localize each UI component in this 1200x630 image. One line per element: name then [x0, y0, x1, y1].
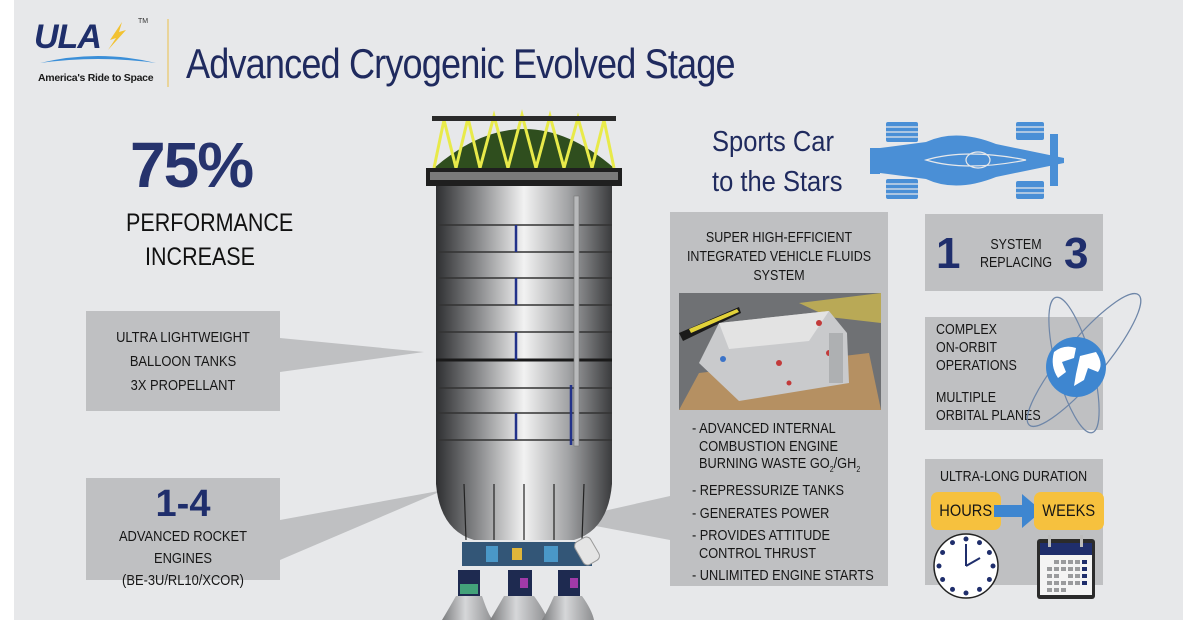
globe-orbit-icon: [1026, 293, 1142, 434]
logo-bolt-icon: [108, 22, 126, 50]
infographic: ULA TM America's Ride to Space Advanced …: [14, 0, 1183, 620]
bullet-item: - REPRESSURIZE TANKS: [692, 483, 844, 500]
bullet-item: - GENERATES POWER: [692, 505, 830, 522]
system-replacing-label: SYSTEM REPLACING: [979, 237, 1053, 271]
engines-count: 1-4: [155, 483, 211, 525]
orbit-ops-text: COMPLEX ON-ORBIT OPERATIONS MULTIPLE ORB…: [936, 322, 1041, 424]
page-title: Advanced Cryogenic Evolved Stage: [186, 40, 736, 87]
performance-value: 75%: [130, 129, 254, 201]
fluids-system-title: SUPER HIGH-EFFICIENT INTEGRATED VEHICLE …: [686, 230, 872, 284]
bullet-item: - ADVANCED INTERNAL COMBUSTION ENGINE BU…: [692, 421, 861, 474]
performance-label: PERFORMANCE INCREASE: [126, 209, 294, 271]
race-car-icon: [870, 122, 1064, 199]
engine-photo-illustration: [679, 293, 881, 410]
bullet-item: - PROVIDES ATTITUDE CONTROL THRUST: [692, 528, 831, 562]
logo-swoosh-icon: [40, 56, 156, 63]
bullet-item: - UNLIMITED ENGINE STARTS: [692, 568, 874, 585]
sports-car-heading: Sports Car to the Stars: [712, 126, 843, 198]
system-count-left: 1: [936, 229, 961, 278]
clock-icon: [933, 533, 999, 599]
system-count-right: 3: [1064, 229, 1089, 278]
header-divider: [167, 19, 169, 87]
engines-callout-box: [86, 478, 280, 580]
logo-tagline: America's Ride to Space: [38, 72, 154, 84]
aces-rocket-illustration: [426, 109, 622, 620]
fluids-system-bullets: - ADVANCED INTERNAL COMBUSTION ENGINE BU…: [692, 421, 882, 591]
duration-title: ULTRA-LONG DURATION: [940, 469, 1088, 485]
logo-trademark: TM: [138, 18, 149, 25]
engine-photo: [679, 293, 881, 410]
engines-callout-text: ADVANCED ROCKET ENGINES (BE-3U/RL10/XCOR…: [118, 528, 248, 589]
weeks-badge: WEEKS: [1034, 492, 1104, 530]
tanks-callout-text: ULTRA LIGHTWEIGHT BALLOON TANKS 3X PROPE…: [116, 329, 250, 394]
tanks-callout-box: [86, 311, 280, 411]
system-replacing-box: [925, 214, 1103, 291]
arrow-right-icon: [994, 494, 1042, 528]
callout-pointers: [280, 338, 670, 560]
calendar-icon: [1037, 535, 1095, 599]
hours-badge: HOURS: [931, 492, 1001, 530]
logo-wordmark: ULA: [34, 18, 102, 56]
